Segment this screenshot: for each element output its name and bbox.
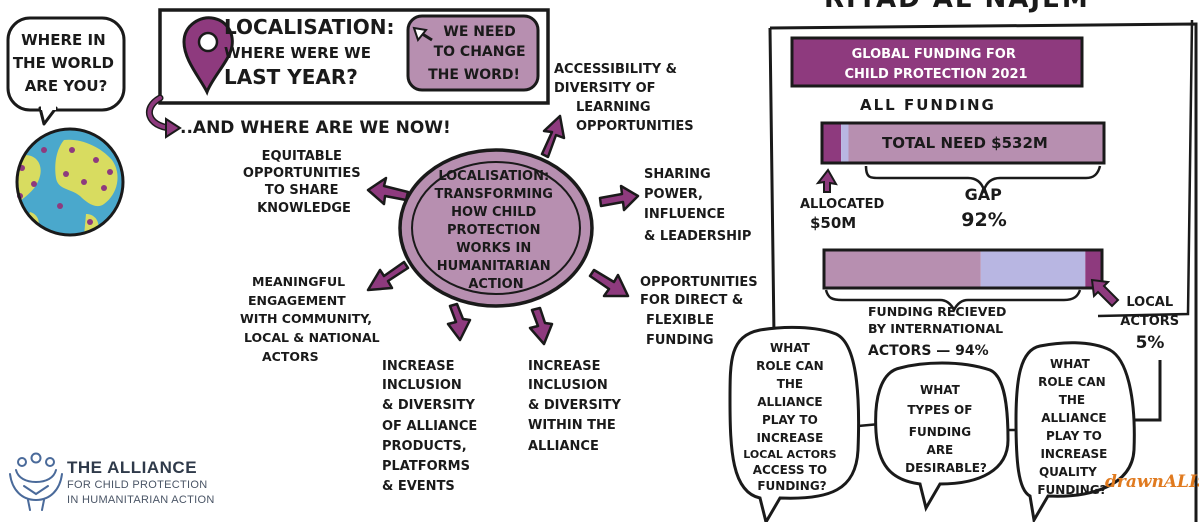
arrow-down-right-icon: [588, 268, 630, 298]
question-bubble-3: WHAT ROLE CAN THE ALLIANCE PLAY TO INCRE…: [1014, 341, 1136, 522]
bar-gap: [848, 123, 1104, 163]
alliance-logo-subtitle-2: IN HUMANITARIAN ACTION: [67, 494, 215, 506]
branch-equitable: EQUITABLE OPPORTUNITIES TO SHARE KNOWLED…: [243, 149, 365, 216]
bar-international: [824, 250, 981, 288]
arrow-up-icon: [815, 168, 838, 193]
svg-text:WHAT ROLE CAN THE: WHAT ROLE CAN THE ALLIANCE PLAY TO INCRE…: [743, 341, 840, 493]
svg-text:WHAT TYPES OF FUND: WHAT TYPES OF FUNDING ARE DESIRABLE?: [905, 383, 987, 475]
arrow-down-icon: [446, 302, 472, 342]
speaker-name: RIYAD AL NAJEM: [824, 0, 1090, 14]
total-need-label: TOTAL NEED $532m: [882, 134, 1048, 152]
svg-text:GLOBAL FUNDING FOR CHILD: GLOBAL FUNDING FOR CHILD PROTECTION 2021: [844, 47, 1027, 82]
bar-allocated: [822, 123, 842, 163]
where-in-the-world-bubble: WHERE IN THE WORLD ARE YOU?: [6, 16, 126, 126]
change-the-word-note: WE NEED TO CHANGE THE WORD!: [406, 14, 540, 92]
funding-panel: GLOBAL FUNDING FOR CHILD PROTECTION 2021…: [768, 19, 1198, 522]
branch-accessibility: ACCESSIBILITY & DIVERSITY OF LEARNING OP…: [554, 62, 694, 134]
artist-signature: drawnALISM: [1105, 472, 1199, 492]
branch-within: INCREASE INCLUSION & DIVERSITY WITHIN TH…: [528, 359, 625, 454]
alliance-logo-title: THE ALLIANCE: [67, 458, 198, 477]
curved-arrow-icon: [145, 94, 182, 139]
now-text: ..AND WHERE ARE WE NOW!: [180, 118, 451, 138]
alliance-logo-subtitle-1: FOR CHILD PROTECTION: [67, 479, 208, 491]
question-bubble-1: WHAT ROLE CAN THE ALLIANCE PLAY TO INCRE…: [728, 325, 861, 522]
alliance-logo-icon: [9, 452, 63, 511]
localisation-line2: WHERE WERE WE: [224, 44, 371, 62]
received-label: FUNDING RECIEVED BY INTERNATIONAL ACTORS…: [868, 304, 1011, 359]
center-topic: LOCALISATION: TRANSFORMING HOW CHILD PRO…: [398, 148, 594, 308]
branch-products: INCREASE INCLUSION & DIVERSITY OF ALLIAN…: [382, 359, 482, 494]
arrow-up-right-icon: [540, 114, 566, 159]
gap-label: GAP 92%: [961, 185, 1007, 231]
svg-text:WHERE IN THE WORLD: WHERE IN THE WORLD ARE YOU?: [13, 31, 119, 95]
svg-text:LOCALISATION: TRANSFORMI: LOCALISATION: TRANSFORMING HOW CHILD PRO…: [435, 169, 558, 292]
all-funding-label: ALL FUNDING: [860, 96, 996, 114]
arrow-down-icon-2: [528, 306, 554, 346]
branch-meaningful: MEANINGFUL ENGAGEMENT WITH COMMUNITY, LO…: [240, 274, 384, 364]
all-funding-bar: TOTAL NEED $532m: [820, 121, 1106, 165]
branch-opportunities: OPPORTUNITIES FOR DIRECT & FLEXIBLE FUND…: [640, 275, 762, 348]
localisation-title: LOCALISATION:: [224, 15, 395, 39]
svg-text:WHAT ROLE CAN THE: WHAT ROLE CAN THE ALLIANCE PLAY TO INCRE…: [1037, 357, 1111, 497]
arrow-up-left-icon-2: [1090, 278, 1120, 308]
gap-brace: [864, 165, 1102, 194]
branch-sharing: SHARING POWER, INFLUENCE & LEADERSHIP: [644, 167, 751, 244]
allocated-label: ALLOCATED $50m: [800, 197, 889, 232]
bar-local: [1085, 250, 1102, 288]
question-bubble-2: WHAT TYPES OF FUNDING ARE DESIRABLE?: [874, 361, 1010, 512]
local-actors-label: LOCAL ACTORS 5%: [1120, 295, 1183, 353]
location-pin-icon: [182, 16, 234, 96]
arrow-left-icon: [366, 176, 410, 206]
bar-allocated-highlight: [841, 123, 849, 163]
arrow-right-icon: [598, 184, 640, 212]
bar-international-highlight: [980, 250, 1086, 288]
svg-text:WE NEED TO CHANGE: WE NEED TO CHANGE THE WORD!: [428, 24, 530, 83]
arrow-up-left-icon: [412, 26, 433, 43]
localisation-line3: LAST YEAR?: [224, 65, 358, 89]
globe-icon: [15, 127, 125, 237]
arrow-down-left-icon: [366, 260, 410, 292]
international-local-bar: [822, 248, 1104, 290]
received-brace: [824, 289, 1082, 313]
